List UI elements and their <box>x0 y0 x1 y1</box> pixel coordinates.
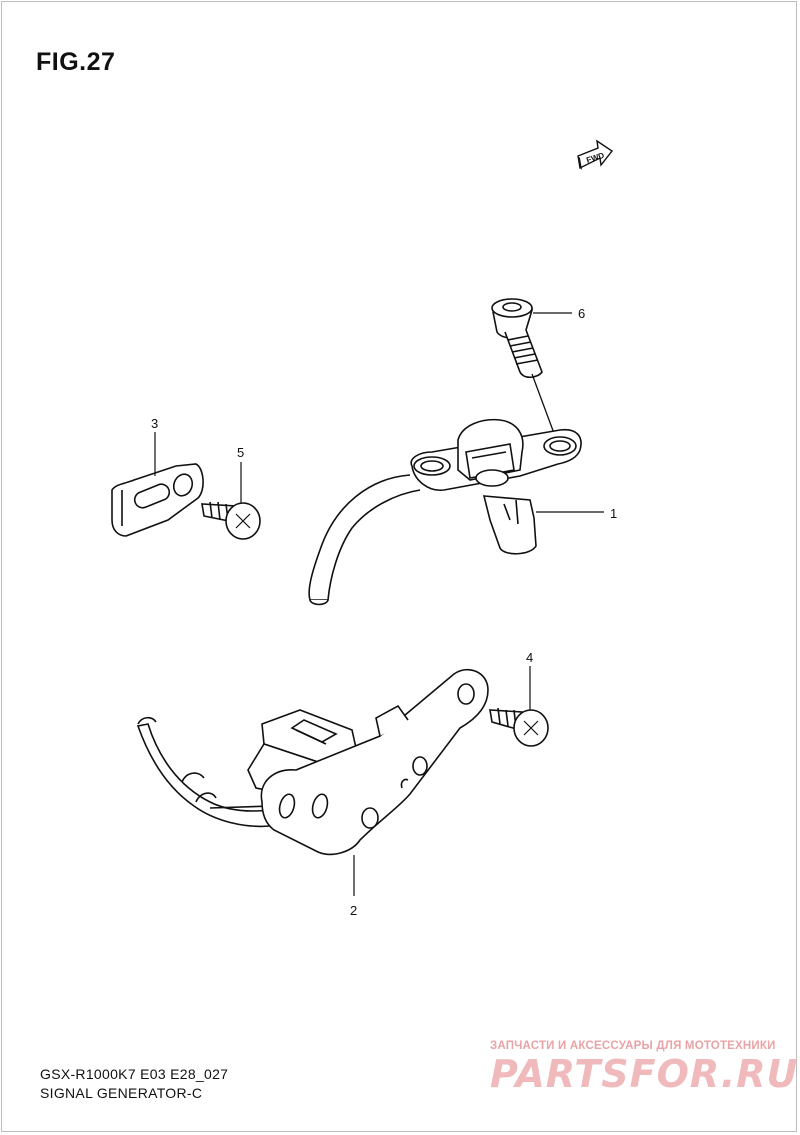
screw-part-5 <box>201 501 261 540</box>
callout-6: 6 <box>578 306 585 321</box>
model-code: GSX-R1000K7 E03 E28_027 <box>40 1066 229 1082</box>
callout-2: 2 <box>350 903 357 918</box>
callout-5: 5 <box>237 445 244 460</box>
callout-4: 4 <box>526 650 533 665</box>
watermark-tagline: ЗАПЧАСТИ И АКСЕССУАРЫ ДЛЯ МОТОТЕХНИКИ <box>490 1040 776 1052</box>
bracket-part-2 <box>136 668 489 856</box>
watermark-logo: PARTSFOR.RU <box>490 1052 799 1096</box>
signal-generator-part-1 <box>308 418 582 606</box>
screw-part-4 <box>489 707 549 747</box>
callout-1: 1 <box>610 506 617 521</box>
figure-title: FIG.27 <box>36 48 116 76</box>
clamp-part-3 <box>111 463 204 537</box>
bolt-part-6 <box>491 298 556 437</box>
forward-direction-icon: FWD <box>577 139 614 170</box>
part-group-name: SIGNAL GENERATOR-C <box>40 1085 203 1101</box>
callout-3: 3 <box>151 416 158 431</box>
